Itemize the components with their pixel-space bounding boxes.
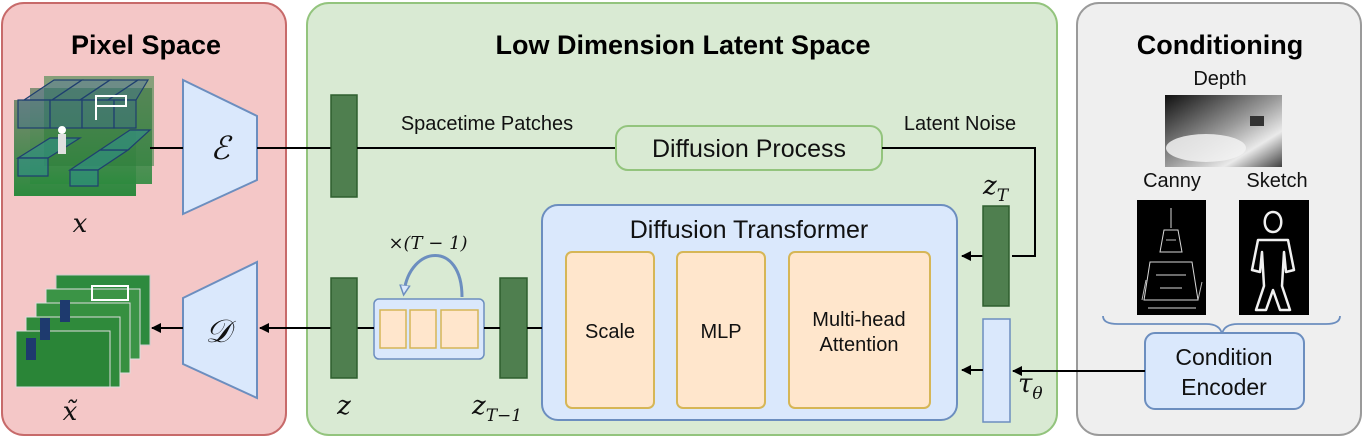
diffusion-process-label: Diffusion Process <box>652 135 846 163</box>
scale-block <box>565 251 655 409</box>
encoder-symbol: ℰ <box>210 129 233 167</box>
mlp-label: MLP <box>700 321 741 343</box>
sketch-image <box>1239 200 1309 315</box>
loop-cell-3 <box>440 309 479 349</box>
condition-encoder-line2: Encoder <box>1181 374 1267 400</box>
encoder-block <box>182 78 258 216</box>
tau-theta-label: τθ <box>1018 369 1043 404</box>
scale-label: Scale <box>585 321 635 343</box>
diffusion-transformer-title: Diffusion Transformer <box>630 216 869 244</box>
loop-cell-2 <box>409 309 437 349</box>
depth-image <box>1165 95 1282 167</box>
pixel-space-title: Pixel Space <box>71 30 221 60</box>
attention-label-line1: Multi-head <box>812 309 905 331</box>
z-block <box>330 277 358 379</box>
latent-noise-label: Latent Noise <box>904 113 1016 135</box>
loop-cell-1 <box>379 309 407 349</box>
depth-label: Depth <box>1193 68 1246 90</box>
conditioning-title: Conditioning <box>1137 30 1303 60</box>
repeat-count-label: ×(T − 1) <box>388 233 467 254</box>
z-T-label: zT <box>982 171 1010 206</box>
z-T-minus-1-label: zT−1 <box>471 391 522 426</box>
canny-image <box>1137 200 1206 315</box>
condition-encoder-line1: Condition <box>1175 344 1272 370</box>
latent-space-title: Low Dimension Latent Space <box>495 30 870 60</box>
input-video-frames <box>14 76 154 196</box>
z-label: z <box>336 391 351 421</box>
spacetime-patches-label: Spacetime Patches <box>401 113 573 135</box>
input-label-x: x <box>73 209 88 239</box>
output-video-frames <box>15 274 151 388</box>
canny-label: Canny <box>1143 170 1201 192</box>
repeat-loop-arrow <box>404 254 464 298</box>
noise-to-zT-arrow <box>882 147 1036 257</box>
mlp-block <box>676 251 766 409</box>
sketch-label: Sketch <box>1246 170 1307 192</box>
z-T-minus-1-block <box>499 277 528 379</box>
spacetime-patches-block <box>330 94 358 198</box>
output-label-x-tilde: x̃ <box>63 397 78 427</box>
z-T-block <box>982 205 1010 307</box>
tau-theta-block <box>982 318 1011 423</box>
attention-label-line2: Attention <box>820 334 899 356</box>
decoder-block <box>182 260 258 400</box>
attention-block <box>788 251 931 409</box>
conditioning-panel <box>1076 2 1362 436</box>
